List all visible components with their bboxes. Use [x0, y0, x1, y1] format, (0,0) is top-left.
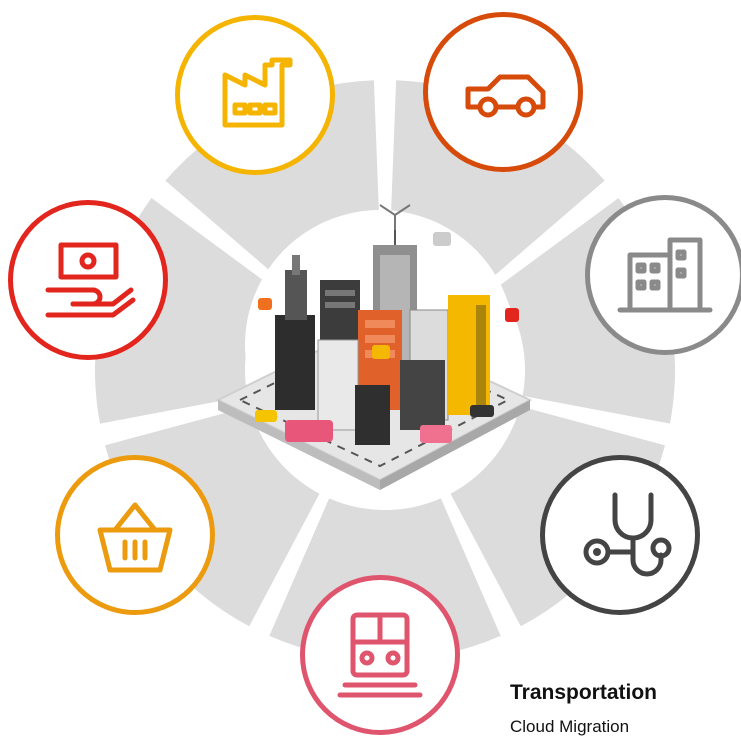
caption: Transportation Cloud Migration: [510, 680, 741, 738]
stethoscope-icon: [583, 492, 672, 577]
caption-title: Transportation: [510, 681, 658, 704]
factory-icon: [222, 57, 293, 128]
buildings-icon: [617, 237, 713, 313]
caption-subtitle: Cloud Migration: [510, 717, 630, 736]
healthcare-node[interactable]: [540, 455, 700, 615]
transportation-node[interactable]: [300, 575, 460, 735]
money-hand-icon: [45, 242, 136, 318]
retail-node[interactable]: [55, 455, 215, 615]
train-icon: [337, 612, 423, 698]
city-illustration: [215, 204, 533, 490]
real-estate-node[interactable]: [585, 195, 741, 355]
finance-node[interactable]: [8, 200, 168, 360]
shopping-basket-icon: [97, 502, 173, 573]
automotive-node[interactable]: [423, 12, 583, 172]
car-icon: [465, 74, 546, 118]
industry-node[interactable]: [175, 15, 335, 175]
